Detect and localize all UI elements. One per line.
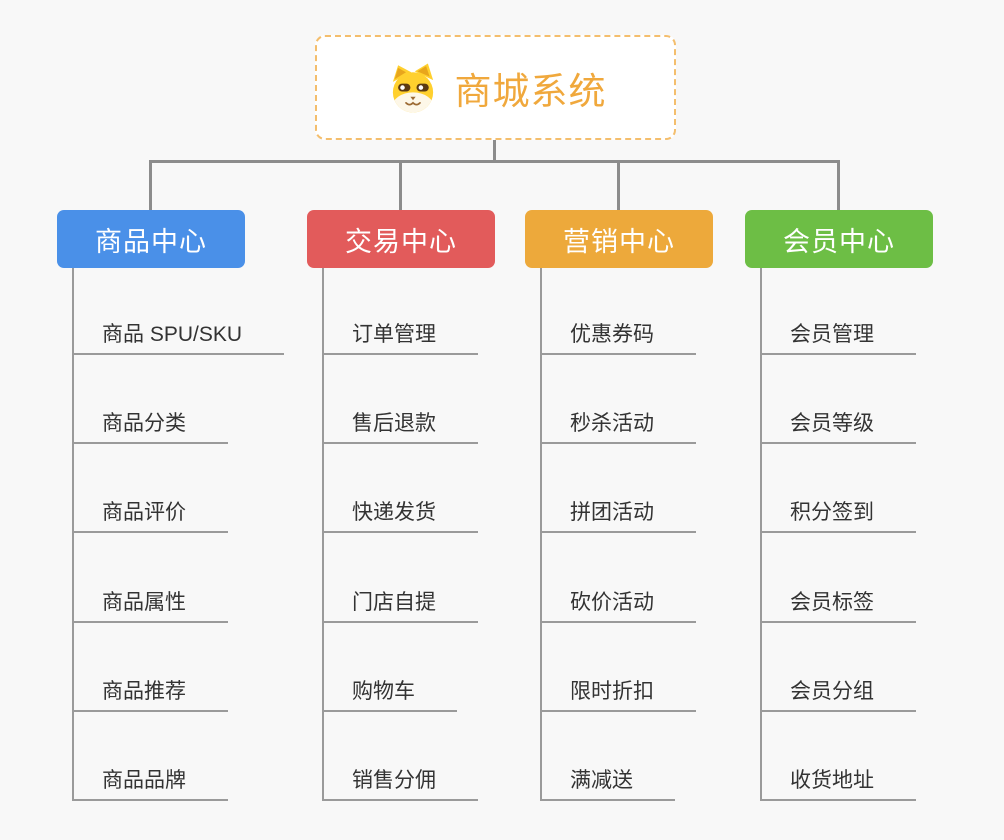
- branch-drop-line-3: [617, 160, 620, 210]
- branch-node-marketing[interactable]: 营销中心: [525, 210, 713, 268]
- branch-node-trade[interactable]: 交易中心: [307, 210, 495, 268]
- leaf-node[interactable]: 售后退款: [322, 402, 478, 444]
- leaf-node[interactable]: 商品评价: [72, 491, 228, 533]
- branch-label: 交易中心: [345, 226, 457, 257]
- root-node[interactable]: 商城系统: [315, 35, 676, 140]
- leaf-node[interactable]: 秒杀活动: [540, 402, 696, 444]
- column-line-4: [760, 268, 762, 801]
- leaf-node[interactable]: 收货地址: [760, 759, 916, 801]
- branch-drop-line-4: [837, 160, 840, 210]
- branch-label: 营销中心: [563, 226, 675, 257]
- leaf-node[interactable]: 优惠券码: [540, 313, 696, 355]
- leaf-node[interactable]: 拼团活动: [540, 491, 696, 533]
- leaf-node[interactable]: 砍价活动: [540, 581, 696, 623]
- leaf-node[interactable]: 销售分佣: [322, 759, 478, 801]
- leaf-node[interactable]: 会员标签: [760, 581, 916, 623]
- leaf-node[interactable]: 会员分组: [760, 670, 916, 712]
- leaf-node[interactable]: 限时折扣: [540, 670, 696, 712]
- column-line-2: [322, 268, 324, 801]
- leaf-node[interactable]: 商品 SPU/SKU: [72, 313, 285, 355]
- branch-node-products[interactable]: 商品中心: [57, 210, 245, 268]
- column-line-1: [72, 268, 74, 801]
- leaf-node[interactable]: 积分签到: [760, 491, 916, 533]
- leaf-node[interactable]: 购物车: [322, 670, 457, 712]
- leaf-node[interactable]: 会员管理: [760, 313, 916, 355]
- leaf-node[interactable]: 商品品牌: [72, 759, 228, 801]
- leaf-node[interactable]: 商品分类: [72, 402, 228, 444]
- leaf-node[interactable]: 快递发货: [322, 491, 478, 533]
- column-line-3: [540, 268, 542, 801]
- branch-drop-line-2: [399, 160, 402, 210]
- branch-drop-line-1: [149, 160, 152, 210]
- branch-label: 商品中心: [95, 226, 207, 257]
- leaf-node[interactable]: 会员等级: [760, 402, 916, 444]
- leaf-node[interactable]: 订单管理: [322, 313, 478, 355]
- root-title: 商城系统: [454, 70, 607, 112]
- leaf-node[interactable]: 满减送: [540, 759, 675, 801]
- root-connector-stub: [493, 139, 496, 162]
- branch-label: 会员中心: [783, 226, 895, 257]
- branch-node-members[interactable]: 会员中心: [745, 210, 933, 268]
- connector-bus-line: [150, 160, 840, 163]
- leaf-node[interactable]: 商品属性: [72, 581, 228, 623]
- leaf-node[interactable]: 门店自提: [322, 581, 478, 623]
- dog-face-icon: [392, 63, 433, 112]
- leaf-node[interactable]: 商品推荐: [72, 670, 228, 712]
